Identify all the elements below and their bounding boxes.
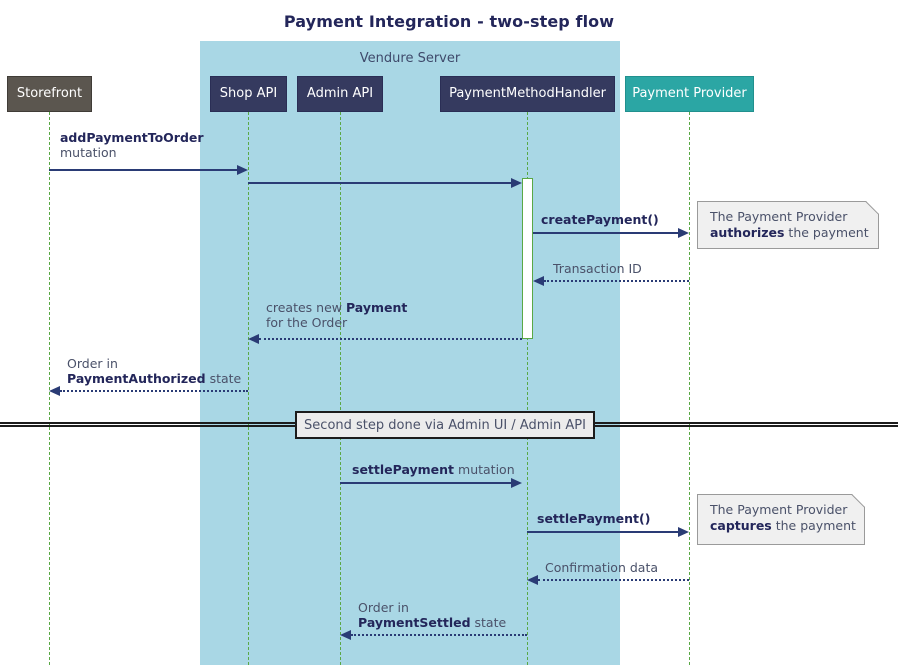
arrow-line-create-payment	[533, 232, 678, 234]
lifeline-admin-api	[340, 112, 341, 665]
message-order-authorized-bold: PaymentAuthorized	[67, 371, 206, 386]
lifeline-payment-method-handler	[527, 112, 528, 665]
arrow-line-add-payment-to-order	[49, 169, 237, 171]
arrow-head-order-payment-settled	[340, 630, 351, 640]
message-bold-settle-payment-mutation: settlePayment	[352, 462, 455, 477]
message-label-order-payment-settled: Order in PaymentSettled state	[358, 600, 506, 630]
message-bold-create-payment: createPayment()	[541, 212, 659, 227]
message-creates-new-payment-bold: Payment	[345, 300, 408, 315]
group-label: Vendure Server	[359, 51, 461, 66]
arrow-head-confirmation-data	[527, 575, 538, 585]
arrow-head-settle-payment-mutation	[511, 478, 522, 488]
participant-payment-method-handler[interactable]: PaymentMethodHandler	[440, 76, 615, 112]
arrow-head-add-payment-to-order	[237, 165, 248, 175]
participant-payment-provider-label: Payment Provider	[632, 85, 747, 101]
message-order-settled-post: state	[470, 615, 507, 630]
note-authorizes-line1: The Payment Provider	[710, 209, 848, 224]
message-label-transaction-id: Transaction ID	[553, 261, 642, 276]
divider-box: Second step done via Admin UI / Admin AP…	[295, 411, 595, 439]
arrow-head-shop-api-to-handler	[511, 178, 522, 188]
arrow-line-confirmation-data	[538, 579, 689, 581]
arrow-line-order-payment-settled	[351, 634, 527, 636]
page-title: Payment Integration - two-step flow	[283, 12, 615, 31]
message-rest-add-payment-to-order: mutation	[60, 145, 117, 160]
participant-storefront-label: Storefront	[16, 85, 83, 101]
arrow-line-shop-api-to-handler	[248, 182, 511, 184]
message-bold-settle-payment-call: settlePayment()	[537, 511, 651, 526]
note-captures: The Payment Provider captures the paymen…	[697, 494, 865, 545]
message-bold-add-payment-to-order: addPaymentToOrder	[60, 130, 204, 145]
message-label-order-payment-authorized: Order in PaymentAuthorized state	[67, 356, 241, 386]
note-authorizes-bold: authorizes	[710, 225, 785, 240]
arrow-line-transaction-id	[544, 280, 689, 282]
message-label-confirmation-data: Confirmation data	[545, 560, 658, 575]
message-order-settled-bold: PaymentSettled	[358, 615, 471, 630]
note-captures-line1: The Payment Provider	[710, 502, 848, 517]
participant-shop-api-label: Shop API	[219, 85, 278, 101]
note-authorizes-post: the payment	[784, 225, 869, 240]
participant-payment-provider[interactable]: Payment Provider	[625, 76, 754, 112]
note-authorizes: The Payment Provider authorizes the paym…	[697, 201, 879, 249]
arrow-line-settle-payment-mutation	[340, 482, 511, 484]
participant-payment-method-handler-label: PaymentMethodHandler	[449, 85, 606, 101]
lifeline-payment-provider	[689, 112, 690, 665]
participant-shop-api[interactable]: Shop API	[210, 76, 287, 112]
message-rest-confirmation-data: Confirmation data	[545, 560, 659, 575]
divider-label: Second step done via Admin UI / Admin AP…	[304, 417, 586, 433]
message-label-add-payment-to-order: addPaymentToOrder mutation	[60, 130, 204, 160]
message-rest-transaction-id: Transaction ID	[553, 261, 642, 276]
arrow-line-settle-payment-call	[527, 531, 678, 533]
message-creates-new-payment-pre: creates new	[266, 300, 346, 315]
message-rest-settle-payment-mutation: mutation	[454, 462, 515, 477]
participant-admin-api[interactable]: Admin API	[297, 76, 383, 112]
message-creates-new-payment-line2: for the Order	[266, 315, 348, 330]
lifeline-shop-api	[248, 112, 249, 665]
arrow-head-transaction-id	[533, 276, 544, 286]
message-order-authorized-line1: Order in	[67, 356, 118, 371]
arrow-head-create-payment	[678, 228, 689, 238]
arrow-head-order-payment-authorized	[49, 386, 60, 396]
message-order-authorized-post: state	[205, 371, 242, 386]
message-label-settle-payment-mutation: settlePayment mutation	[352, 462, 515, 477]
message-label-create-payment: createPayment()	[541, 212, 659, 227]
arrow-head-settle-payment-call	[678, 527, 689, 537]
arrow-line-order-payment-authorized	[60, 390, 248, 392]
message-order-settled-line1: Order in	[358, 600, 409, 615]
arrow-head-creates-new-payment	[248, 334, 259, 344]
activation-bar-payment-method-handler	[522, 178, 533, 339]
participant-admin-api-label: Admin API	[306, 85, 374, 101]
message-label-creates-new-payment: creates new Payment for the Order	[266, 300, 407, 330]
participant-storefront[interactable]: Storefront	[7, 76, 92, 112]
arrow-line-creates-new-payment	[259, 338, 522, 340]
note-captures-bold: captures	[710, 518, 772, 533]
message-label-settle-payment-call: settlePayment()	[537, 511, 650, 526]
group-box-vendure-server	[200, 41, 620, 665]
note-captures-post: the payment	[771, 518, 856, 533]
